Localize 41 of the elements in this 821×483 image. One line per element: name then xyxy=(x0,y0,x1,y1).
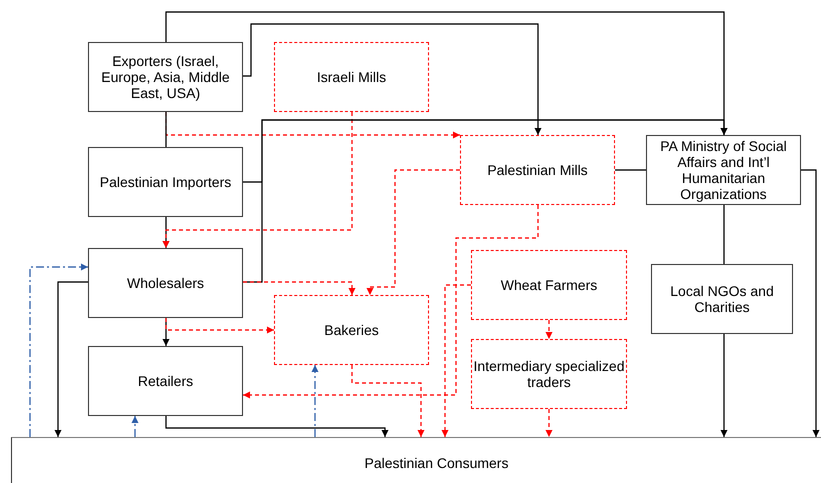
node-label: Palestinian Importers xyxy=(100,174,232,190)
dashed-process-box xyxy=(274,42,429,112)
node-label: Wheat Farmers xyxy=(500,277,598,293)
arrow xyxy=(165,318,274,334)
node-label: Retailers xyxy=(138,373,194,389)
arrow xyxy=(312,365,318,437)
arrow xyxy=(442,284,471,437)
arrow xyxy=(29,264,88,437)
arrow xyxy=(54,281,88,437)
arrow xyxy=(243,205,539,398)
node-label: Palestinian Consumers xyxy=(364,455,508,471)
arrow xyxy=(243,281,356,295)
node-label: Palestinian Mills xyxy=(487,162,588,178)
dashed-process-box xyxy=(471,250,627,320)
node-label: Local NGOs and Charities xyxy=(669,283,775,315)
arrow xyxy=(243,23,542,135)
arrow xyxy=(162,112,353,248)
arrow xyxy=(801,169,820,437)
node-label: PA Ministry of Social Affairs and Int’l Humanitarian Organizations xyxy=(659,138,788,202)
consumer-band xyxy=(11,437,821,483)
node-label: Exporters (Israel, Europe, Asia, Middle East, USA) xyxy=(100,53,231,101)
process-box xyxy=(651,264,793,334)
process-box xyxy=(646,135,801,205)
process-box xyxy=(88,248,243,318)
dashed-process-box xyxy=(460,135,615,205)
arrow xyxy=(366,169,460,295)
process-box xyxy=(88,346,243,416)
node-label: Intermediary specialized traders xyxy=(472,358,626,390)
dashed-process-box xyxy=(274,295,429,365)
node-label: Israeli Mills xyxy=(316,69,386,85)
process-box xyxy=(88,147,243,217)
dashed-process-box xyxy=(471,339,627,409)
arrow xyxy=(165,416,388,437)
arrow xyxy=(132,416,138,437)
arrow xyxy=(720,334,728,437)
arrow xyxy=(351,365,424,437)
process-box xyxy=(88,42,243,112)
node-label: Bakeries xyxy=(324,322,379,338)
arrow xyxy=(546,409,552,437)
node-label: Wholesalers xyxy=(126,275,204,291)
arrow xyxy=(546,320,552,339)
